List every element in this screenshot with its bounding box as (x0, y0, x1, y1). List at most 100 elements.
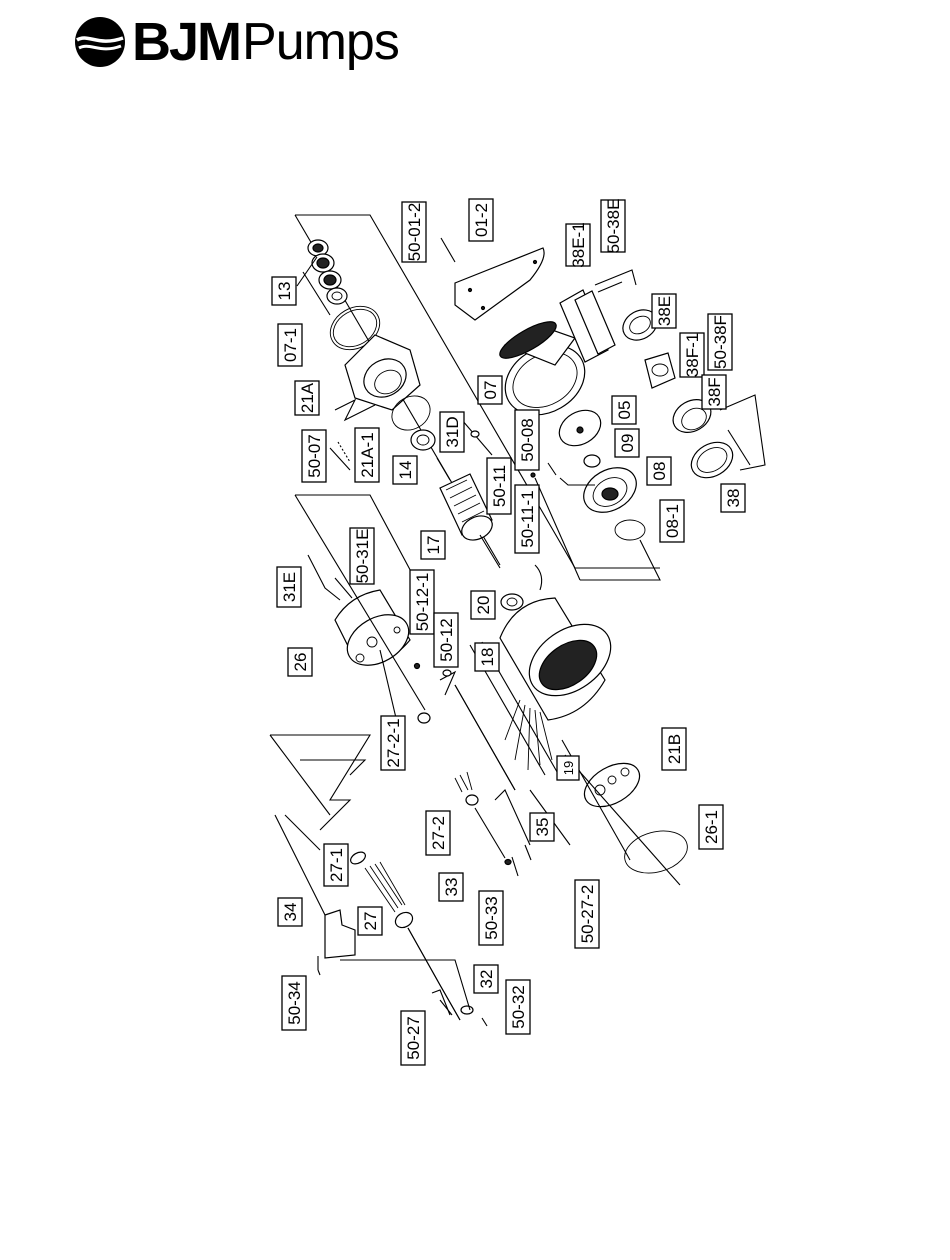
label-50-34: 50-34 (281, 975, 307, 1031)
label-34: 34 (277, 897, 303, 927)
label-text: 08-1 (663, 504, 682, 538)
label-text: 13 (275, 282, 294, 301)
label-text: 34 (281, 903, 300, 922)
label-38F-1: 38F-1 (679, 332, 705, 378)
o-ring (614, 519, 646, 541)
label-38F: 38F (701, 374, 727, 410)
label-text: 38F-1 (683, 333, 702, 377)
cable-clamp (324, 909, 356, 959)
label-text: 27-2 (429, 816, 448, 850)
label-50-11: 50-11 (486, 457, 512, 515)
label-27-1: 27-1 (323, 843, 349, 887)
label-text: 50-11-1 (518, 490, 537, 547)
label-text: 33 (442, 878, 461, 897)
label-text: 20 (474, 596, 493, 615)
label-21A: 21A (294, 380, 320, 416)
label-07: 07 (477, 375, 503, 405)
label-text: 50-38F (711, 315, 730, 369)
label-26: 26 (287, 647, 313, 677)
label-50-08: 50-08 (514, 409, 540, 471)
label-text: 31E (280, 572, 299, 602)
label-50-01-2: 50-01-2 (401, 201, 427, 263)
label-20: 20 (470, 590, 496, 620)
label-09: 09 (614, 428, 640, 458)
brand-name-bold: BJM (132, 12, 242, 72)
label-text: 27 (361, 912, 380, 931)
label-50-27: 50-27 (400, 1010, 426, 1066)
label-50-07: 50-07 (301, 429, 327, 483)
label-17: 17 (420, 530, 446, 560)
label-text: 50-31E (353, 529, 372, 584)
label-05: 05 (611, 395, 637, 425)
brand-logo: BJM Pumps (74, 12, 400, 72)
flange-gasket (644, 352, 676, 389)
upper-housing (344, 334, 421, 411)
label-50-11-1: 50-11-1 (514, 484, 540, 554)
label-text: 14 (396, 461, 415, 480)
label-text: 50-27 (404, 1016, 423, 1059)
label-50-27-2: 50-27-2 (574, 879, 600, 949)
label-27-2: 27-2 (425, 810, 451, 856)
label-text: 50-01-2 (405, 203, 424, 262)
label-text: 50-08 (518, 418, 537, 461)
label-50-38F: 50-38F (707, 313, 733, 371)
label-text: 21A-1 (358, 432, 377, 477)
label-50-38E: 50-38E (600, 199, 626, 254)
label-text: 50-32 (509, 985, 528, 1028)
mechanical-seal-stack (307, 239, 348, 305)
label-text: 35 (533, 818, 552, 837)
label-text: 01-2 (472, 203, 491, 237)
label-text: 18 (478, 648, 497, 667)
label-text: 38E (655, 296, 674, 326)
label-text: 38F (705, 377, 724, 406)
label-33: 33 (438, 872, 464, 902)
label-text: 26-1 (702, 810, 721, 844)
part-labels: 50-01-2 01-2 38E-1 50-38E 13 07-1 21A 0 (271, 198, 746, 1066)
label-27-2-1: 27-2-1 (380, 715, 406, 771)
bearing (410, 429, 436, 451)
grommet (350, 851, 366, 865)
label-50-33: 50-33 (478, 890, 504, 946)
label-text: 50-27-2 (578, 885, 597, 944)
sensor-cable (307, 554, 341, 601)
label-text: 27-1 (327, 848, 346, 882)
lower-bearing (500, 593, 524, 611)
label-14: 14 (392, 455, 418, 485)
volute-casing (499, 321, 586, 416)
cable-gland (465, 794, 479, 806)
label-text: 05 (615, 401, 634, 420)
label-01-2: 01-2 (468, 198, 494, 242)
label-text: 07 (481, 381, 500, 400)
label-50-12-1: 50-12-1 (409, 569, 435, 635)
label-text: 21A (298, 382, 317, 413)
sensor-plug (470, 430, 480, 438)
label-18: 18 (474, 642, 500, 672)
label-31D: 31D (439, 411, 465, 453)
label-text: 50-12 (437, 618, 456, 661)
label-27: 27 (357, 906, 383, 936)
o-ring (391, 395, 431, 431)
label-08-1: 08-1 (659, 499, 685, 543)
label-text: 50-38E (604, 199, 623, 254)
label-text: 26 (291, 653, 310, 672)
label-text: 38E-1 (569, 222, 588, 267)
stator-housing (499, 597, 612, 771)
label-31E: 31E (276, 566, 302, 608)
discharge-nipple (690, 441, 734, 479)
label-text: 50-33 (482, 896, 501, 939)
label-21B: 21B (661, 727, 687, 771)
rotor-shaft (436, 457, 501, 569)
label-text: 21B (665, 734, 684, 764)
assembly-frame-line (295, 214, 660, 569)
label-32: 32 (473, 964, 499, 994)
label-text: 32 (477, 970, 496, 989)
label-21A-1: 21A-1 (354, 427, 380, 483)
label-08: 08 (646, 456, 672, 486)
label-text: 50-34 (285, 981, 304, 1024)
label-text: 08 (650, 462, 669, 481)
label-text: 31D (443, 416, 462, 447)
lip-seal (583, 454, 601, 468)
label-50-31E: 50-31E (349, 527, 375, 585)
label-text: 50-07 (305, 434, 324, 477)
